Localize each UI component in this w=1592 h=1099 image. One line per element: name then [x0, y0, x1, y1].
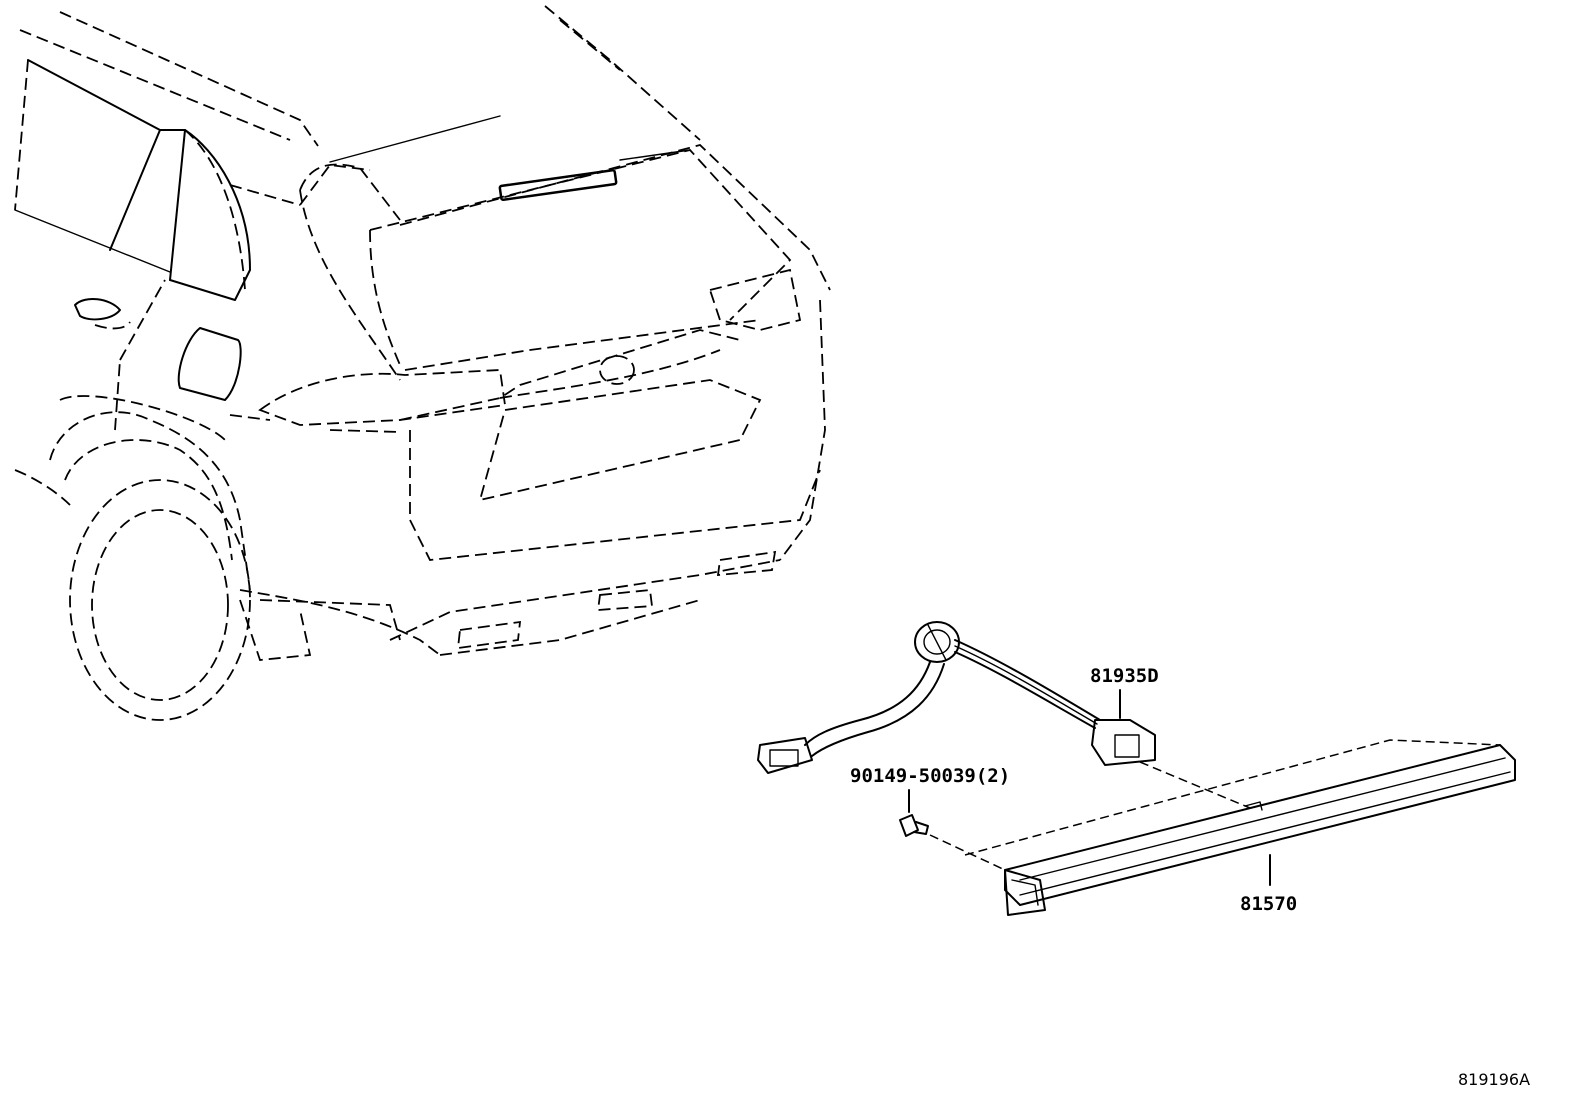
part-label-wire: 81935D [1090, 665, 1159, 687]
wire-harness-part [757, 621, 1156, 774]
assembly-dashed-lines [929, 689, 1501, 871]
part-label-lamp: 81570 [1240, 893, 1297, 915]
vehicle-stop-lamp-highlight [498, 169, 618, 201]
stop-lamp-part [1004, 744, 1516, 916]
screw-part [899, 789, 929, 837]
part-label-screw: 90149-50039(2) [850, 765, 1010, 787]
drawing-code: 819196A [1458, 1070, 1530, 1089]
vehicle-outline [14, 5, 831, 721]
